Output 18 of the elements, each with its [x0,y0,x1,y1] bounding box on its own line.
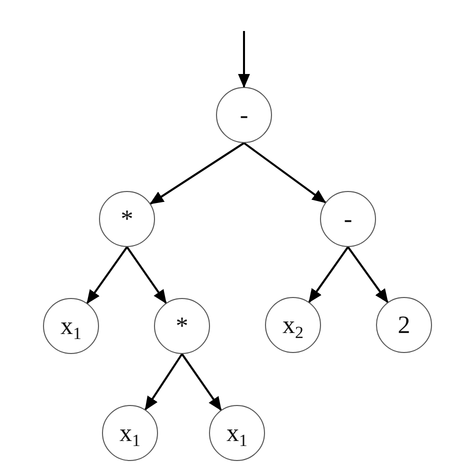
node-label: x$_{2}$ [282,312,304,338]
node-label: 2 [398,312,410,338]
node-label: x$_{1}$ [226,420,248,446]
node-label: x$_{1}$ [120,420,140,446]
arrow [144,353,183,410]
arrow [181,353,222,411]
arrow [347,246,388,304]
arrow [86,246,128,304]
arrow [238,31,250,88]
arrow [126,246,167,304]
node-label: x$_{1}$ [60,314,82,338]
arrow [243,142,326,204]
node-label: * [176,314,188,338]
node-label: * [120,206,134,232]
node-label: - [344,206,352,232]
arrow [308,246,349,303]
node-label: - [240,102,248,128]
arrow [150,142,245,205]
